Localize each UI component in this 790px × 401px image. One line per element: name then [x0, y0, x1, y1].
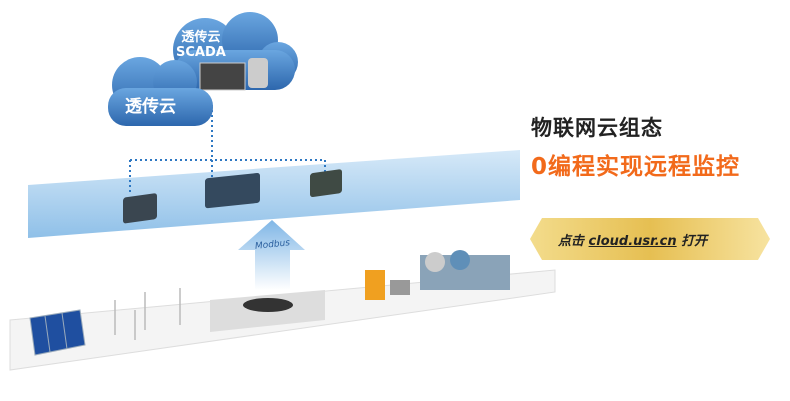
wind-turbines [114, 288, 181, 340]
scada-screen-icon [199, 62, 246, 91]
dotted-links [129, 105, 326, 195]
small-cloud [108, 57, 213, 126]
solar-panels [29, 309, 86, 356]
small-cloud-label: 透传云 [125, 97, 176, 117]
headline: 物联网云组态 [531, 116, 663, 140]
scada-cloud-title: 透传云 [181, 30, 221, 45]
gateway-devices [123, 169, 342, 224]
button-label: 点击 cloud.usr.cn 打开 [558, 230, 707, 249]
open-cloud-button[interactable]: 点击 cloud.usr.cn 打开 [530, 218, 770, 260]
scada-cloud-label: 透传云 SCADA [176, 30, 226, 60]
cta-url-link[interactable]: cloud.usr.cn [588, 234, 677, 249]
cta-prefix: 点击 [558, 234, 585, 249]
scada-cloud-subtitle: SCADA [176, 45, 226, 60]
cta-suffix: 打开 [681, 234, 708, 249]
database-icon [248, 58, 268, 88]
button-background [530, 218, 770, 260]
industrial-plant [420, 250, 510, 290]
car-factory [210, 290, 325, 332]
modbus-arrow [238, 220, 305, 290]
subheadline: 0编程实现远程监控 [531, 154, 741, 180]
robot-arm [365, 270, 410, 300]
